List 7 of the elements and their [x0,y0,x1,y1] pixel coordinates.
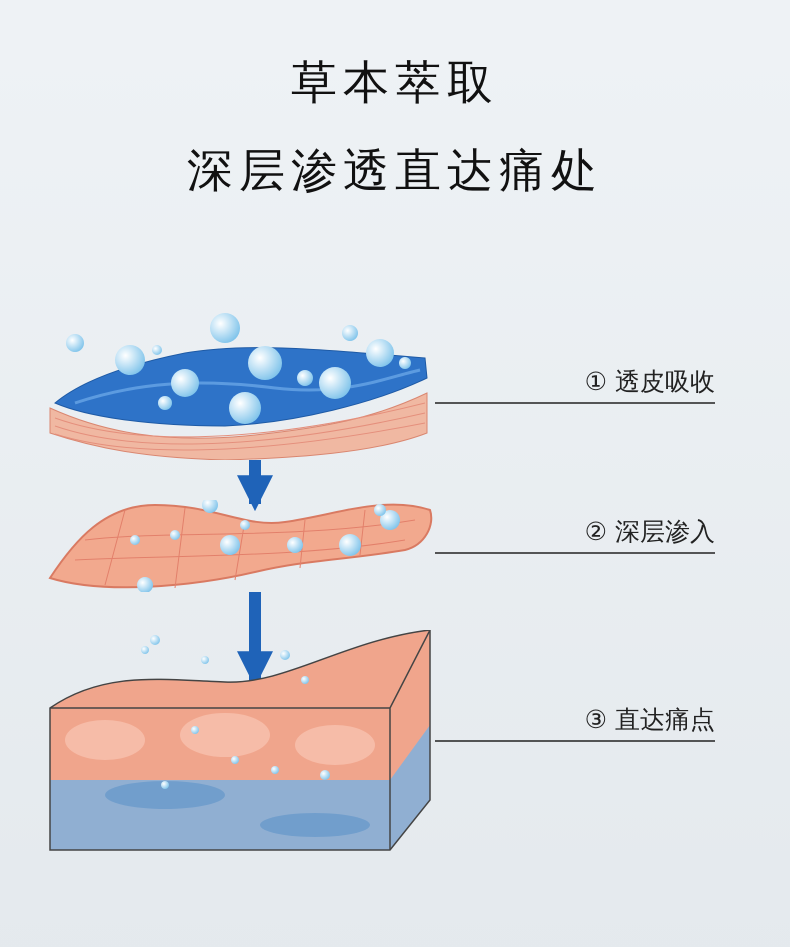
leader-line [435,740,715,742]
step-label: ① 透皮吸收 [535,362,715,403]
step-label: ② 深层渗入 [535,512,715,553]
leader-line [435,552,715,554]
step-label: ③ 直达痛点 [535,700,715,741]
subtitle: 深层渗透直达痛处 [186,142,604,199]
title: 草本萃取 [290,54,500,111]
